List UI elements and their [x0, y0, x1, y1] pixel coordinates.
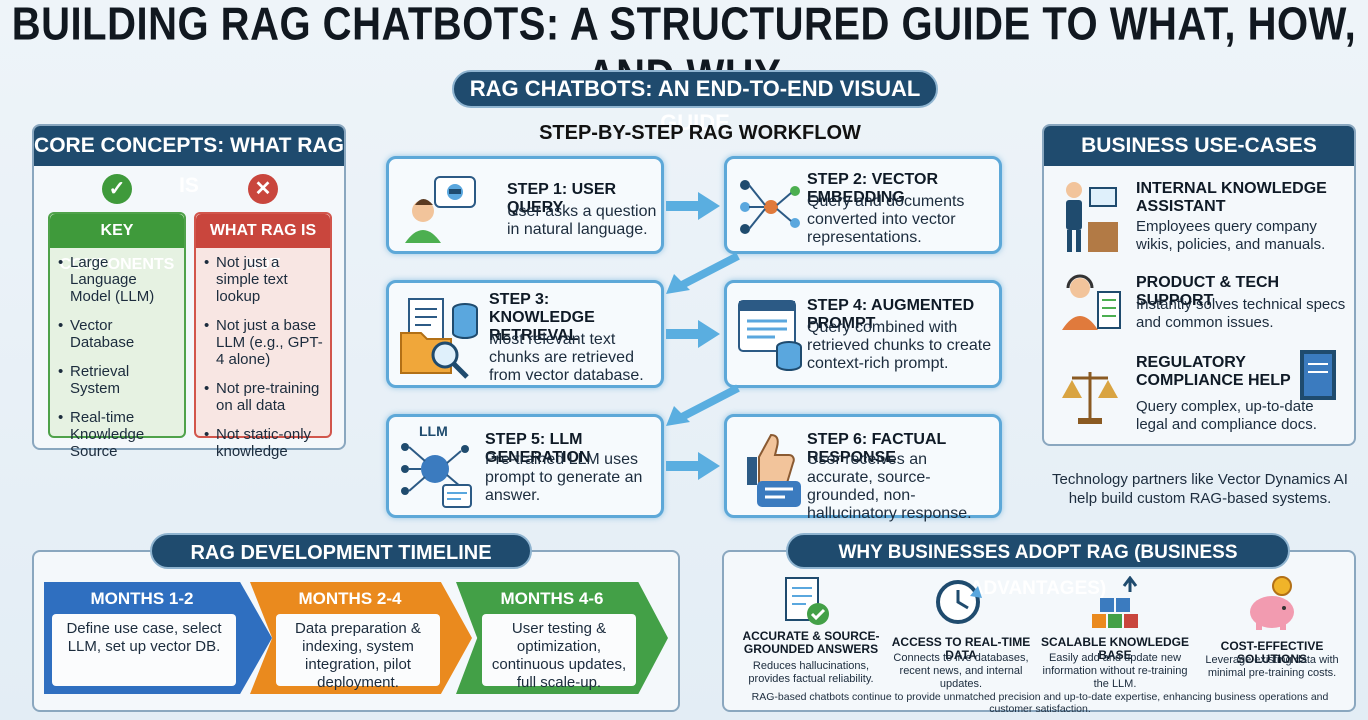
step-3-card: STEP 3: KNOWLEDGE RETRIEVAL Most relevan… [386, 280, 664, 388]
step-heading: STEP 5: LLM GENERATION [485, 431, 591, 466]
technology-partners-note: Technology partners like Vector Dynamics… [1052, 471, 1348, 507]
workflow-title: STEP-BY-STEP RAG WORKFLOW [539, 122, 861, 144]
advantage-description: Reduces hallucinations, provides factual… [748, 660, 874, 685]
use-case-description: Instantly solves technical specs and com… [1136, 296, 1346, 331]
what-rag-is-not-title: WHAT RAG IS NOT [196, 214, 330, 273]
advantages-footer: RAG-based chatbots continue to provide u… [751, 691, 1329, 715]
document-check-icon [785, 577, 829, 625]
step-4-card: STEP 4: AUGMENTED PROMPT Query combined … [724, 280, 1002, 388]
what-rag-is-not-card: WHAT RAG IS NOT Not just a simple text l… [194, 212, 332, 460]
support-agent-icon [1062, 274, 1121, 330]
advantage-title: ACCESS TO REAL-TIME DATA [891, 635, 1031, 662]
timeline-phase-1: MONTHS 1-2 Define use case, select LLM, … [44, 582, 272, 694]
step-heading: STEP 1: USER QUERY [507, 181, 617, 216]
list-item: Retrieval System [58, 363, 178, 397]
step-2-card: STEP 2: VECTOR EMBEDDING Query and docum… [724, 156, 1002, 254]
list-item: Not pre-training on all data [204, 380, 324, 414]
step-heading: STEP 3: KNOWLEDGE RETRIEVAL [489, 291, 595, 344]
use-case-title: PRODUCT & TECH SUPPORT [1136, 274, 1280, 309]
advantage-title: SCALABLE KNOWLEDGE BASE [1041, 635, 1189, 662]
advantages-panel [722, 550, 1356, 712]
use-case-title: REGULATORY COMPLIANCE HELP [1136, 354, 1291, 389]
timeline-phase-label: MONTHS 1-2 [90, 589, 194, 608]
arrow-right-icon [666, 452, 720, 480]
key-components-title: KEY COMPONENTS [50, 214, 184, 273]
timeline-phase-description: Define use case, select LLM, set up vect… [52, 614, 236, 686]
advantage-item: ACCESS TO REAL-TIME DATA Connects to liv… [886, 574, 1036, 690]
step-heading: STEP 6: FACTUAL RESPONSE [807, 431, 946, 466]
timeline-phase-description: Data preparation & indexing, system inte… [276, 614, 440, 691]
use-case-title: INTERNAL KNOWLEDGE ASSISTANT [1136, 180, 1327, 215]
thumbs-up-chat-icon [747, 433, 801, 507]
step-heading: STEP 4: AUGMENTED PROMPT [807, 297, 975, 332]
step-description: Query and documents converted into vecto… [807, 193, 965, 246]
list-item: Not static-only knowledge [204, 426, 324, 460]
advantage-item: ACCURATE & SOURCE-GROUNDED ANSWERS Reduc… [736, 574, 886, 688]
list-item: Vector Database [58, 317, 178, 351]
business-use-cases-heading: BUSINESS USE-CASES [1044, 126, 1354, 166]
step-1-card: STEP 1: USER QUERY User asks a question … [386, 156, 664, 254]
check-icon: ✓ [102, 174, 132, 204]
step-6-card: STEP 6: FACTUAL RESPONSE User receives a… [724, 414, 1002, 522]
llm-brain-icon [401, 443, 472, 508]
step-description: Query combined with retrieved chunks to … [807, 319, 992, 372]
advantage-item: SCALABLE KNOWLEDGE BASE Easily add and u… [1040, 574, 1190, 690]
timeline-phase-label: MONTHS 2-4 [298, 589, 402, 608]
step-5-card: LLM STEP 5: LLM GENERATION Pre-trained L… [386, 414, 664, 518]
list-item: Not just a base LLM (e.g., GPT-4 alone) [204, 317, 324, 368]
law-books-icon [1300, 350, 1336, 400]
timeline-phase-3: MONTHS 4-6 User testing & optimization, … [456, 582, 668, 694]
stacked-blocks-icon [1092, 576, 1138, 628]
key-components-card: KEY COMPONENTS Large Language Model (LLM… [48, 212, 186, 460]
vector-nodes-icon [740, 180, 800, 234]
prompt-window-icon [738, 300, 802, 371]
step-heading: STEP 2: VECTOR EMBEDDING [807, 171, 938, 206]
use-case-description: Query complex, up-to-date legal and comp… [1136, 398, 1317, 433]
advantage-item: COST-EFFECTIVE SOLUTIONS Leverage existi… [1196, 574, 1348, 688]
piggy-bank-icon [1250, 576, 1294, 630]
llm-icon-label: LLM [419, 423, 448, 439]
presenter-icon [1066, 182, 1118, 252]
clock-refresh-icon [936, 580, 982, 624]
user-chat-icon [405, 176, 476, 243]
advantage-description: Connects to live databases, recent news,… [893, 652, 1029, 690]
timeline-phase-2: MONTHS 2-4 Data preparation & indexing, … [250, 582, 472, 694]
timeline-heading: RAG DEVELOPMENT TIMELINE [150, 533, 532, 569]
list-item: Large Language Model (LLM) [58, 254, 178, 305]
core-concepts-heading: CORE CONCEPTS: WHAT RAG IS [34, 126, 344, 197]
arrow-diagonal-icon [666, 384, 740, 426]
use-case-description: Employees query company wikis, policies,… [1136, 218, 1326, 253]
business-use-cases-panel: BUSINESS USE-CASES INTERNAL KNOWLEDGE AS… [1042, 124, 1356, 446]
database-search-icon [400, 298, 478, 379]
timeline-phase-description: User testing & optimization, continuous … [482, 614, 636, 691]
subtitle-banner: RAG CHATBOTS: AN END-TO-END VISUAL GUIDE [452, 70, 938, 135]
scales-icon [1062, 372, 1118, 424]
arrow-right-icon [666, 192, 720, 220]
list-item: Not just a simple text lookup [204, 254, 324, 305]
step-description: User receives an accurate, source-ground… [807, 451, 972, 522]
arrow-right-icon [666, 320, 720, 348]
core-concepts-panel: CORE CONCEPTS: WHAT RAG IS ✓ ✕ KEY COMPO… [32, 124, 346, 460]
advantage-title: ACCURATE & SOURCE-GROUNDED ANSWERS [742, 629, 880, 656]
cross-icon: ✕ [248, 174, 278, 204]
advantages-heading: WHY BUSINESSES ADOPT RAG (BUSINESS ADVAN… [786, 533, 1290, 599]
timeline-phase-label: MONTHS 4-6 [500, 589, 604, 608]
step-description: Most relevant text chunks are retrieved … [489, 331, 644, 384]
advantage-description: Easily add and update new information wi… [1042, 652, 1188, 690]
advantage-title: COST-EFFECTIVE SOLUTIONS [1220, 639, 1324, 666]
list-item: Real-time Knowledge Source [58, 409, 178, 460]
step-description: Pre-trained LLM uses prompt to generate … [485, 451, 643, 504]
advantage-description: Leverage existing data with minimal pre-… [1205, 654, 1339, 679]
arrow-diagonal-icon [666, 252, 740, 294]
step-description: User asks a question in natural language… [507, 203, 657, 238]
